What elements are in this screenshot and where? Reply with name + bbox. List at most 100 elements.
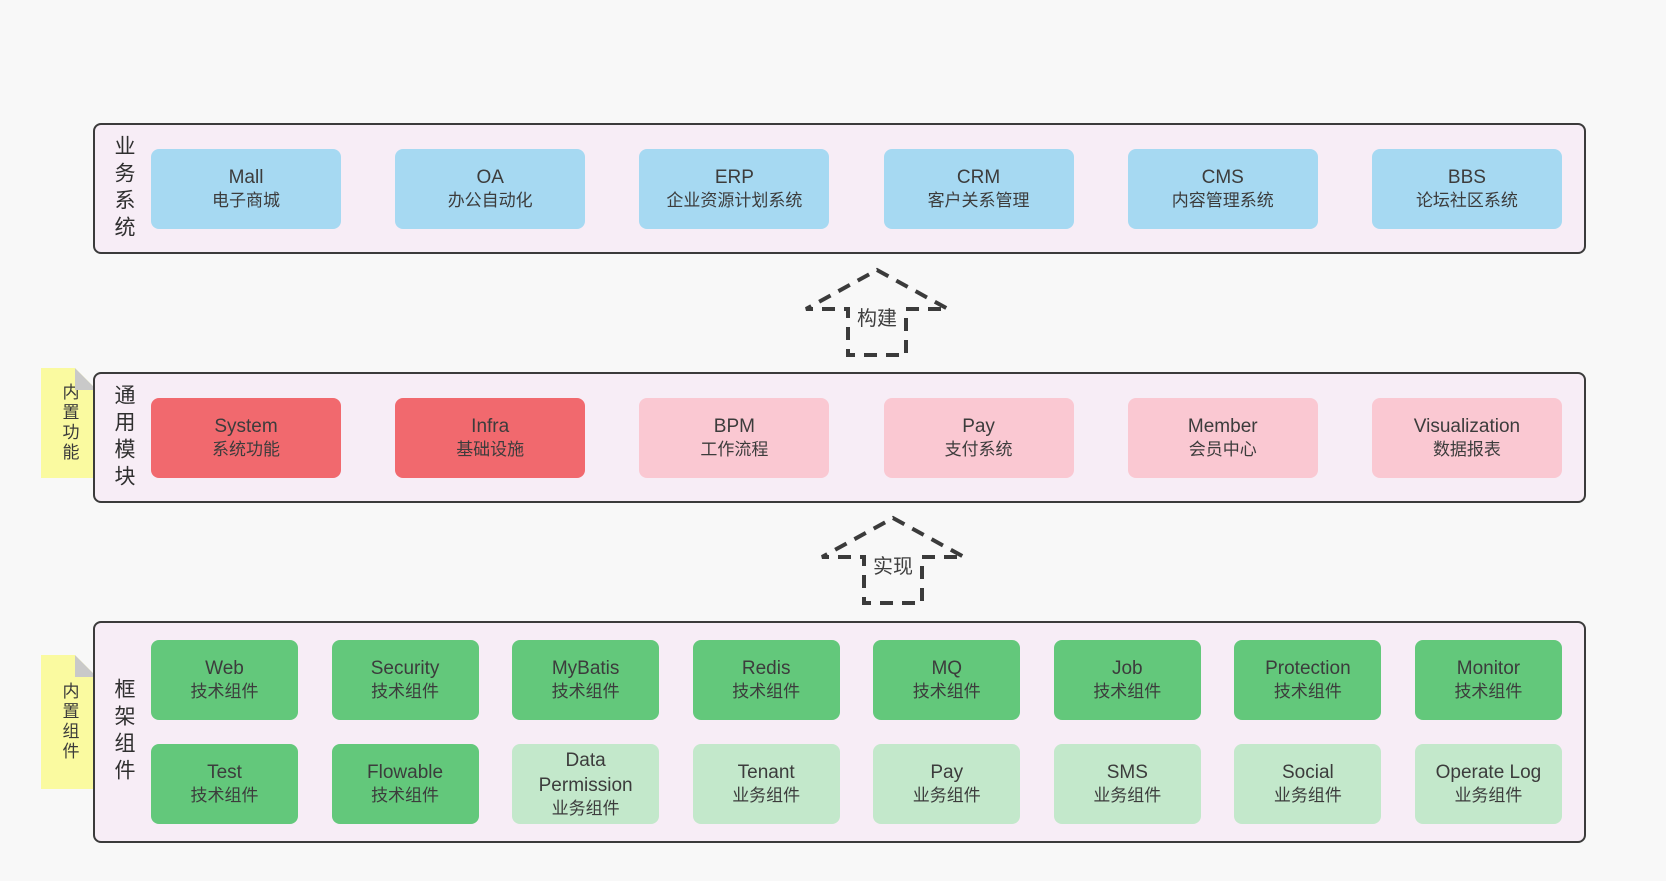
up-arrow-build: 构建	[802, 266, 952, 358]
box-title: Tenant	[737, 762, 795, 784]
box-title: SMS	[1106, 762, 1148, 784]
panel-label-business-systems: 业务系统	[112, 134, 135, 243]
panel-label-common-modules: 通用模块	[112, 383, 135, 492]
box-title: Security	[370, 658, 440, 680]
box-title: MQ	[931, 658, 963, 680]
box-title: Pay	[930, 762, 964, 784]
sticky-note-builtin-features: 内置功能	[41, 368, 97, 478]
up-arrow-implement: 实现	[818, 514, 968, 606]
box-subtitle: 基础设施	[456, 439, 525, 459]
box-title: CMS	[1201, 166, 1244, 188]
box-title: BPM	[713, 415, 755, 437]
dashed-up-arrow-icon	[821, 515, 965, 605]
box-subtitle: 数据报表	[1432, 439, 1501, 459]
box-subtitle: 业务组件	[732, 786, 801, 806]
sticky-label: 内置功能	[59, 383, 79, 463]
box-subtitle: 企业资源计划系统	[666, 190, 803, 210]
box-title: ERP	[714, 166, 754, 188]
box-subtitle: 业务组件	[912, 786, 981, 806]
box-title: Monitor	[1456, 658, 1521, 680]
box-subtitle: 技术组件	[190, 682, 259, 702]
box-subtitle: 论坛社区系统	[1415, 190, 1518, 210]
arrow-label-implement: 实现	[870, 550, 916, 579]
box-title: Data Permission	[538, 749, 633, 796]
box-subtitle: 工作流程	[700, 439, 769, 459]
box-title: Test	[207, 762, 242, 784]
sticky-note-builtin-components: 内置组件	[41, 655, 97, 789]
box-subtitle: 会员中心	[1188, 439, 1257, 459]
box-title: Visualization	[1413, 415, 1521, 437]
box-subtitle: 技术组件	[371, 682, 440, 702]
box-subtitle: 技术组件	[371, 786, 440, 806]
box-title: Pay	[962, 415, 995, 437]
panel-label-framework-components: 框架组件	[112, 678, 135, 786]
box-subtitle: 业务组件	[1093, 786, 1162, 806]
box-subtitle: 业务组件	[551, 798, 620, 818]
box-subtitle: 技术组件	[1093, 682, 1162, 702]
box-subtitle: 技术组件	[1454, 682, 1523, 702]
box-subtitle: 办公自动化	[447, 190, 533, 210]
box-title: Social	[1282, 762, 1334, 784]
sticky-label: 内置组件	[59, 682, 79, 762]
box-title: Mall	[228, 166, 264, 188]
box-title: OA	[476, 166, 504, 188]
arrow-label-build: 构建	[854, 302, 900, 331]
box-title: Web	[205, 658, 244, 680]
box-subtitle: 业务组件	[1273, 786, 1342, 806]
box-title: BBS	[1447, 166, 1486, 188]
dashed-up-arrow-icon	[805, 267, 949, 357]
box-subtitle: 技术组件	[1273, 682, 1342, 702]
box-subtitle: 技术组件	[551, 682, 620, 702]
box-subtitle: 客户关系管理	[927, 190, 1030, 210]
box-title: Infra	[471, 415, 510, 437]
box-subtitle: 技术组件	[732, 682, 801, 702]
box-title: Redis	[741, 658, 791, 680]
box-title: System	[214, 415, 278, 437]
box-subtitle: 业务组件	[1454, 786, 1523, 806]
box-subtitle: 内容管理系统	[1171, 190, 1274, 210]
box-title: Flowable	[367, 762, 444, 784]
box-title: Operate Log	[1435, 762, 1542, 784]
box-subtitle: 系统功能	[212, 439, 280, 459]
box-subtitle: 技术组件	[912, 682, 981, 702]
box-title: Job	[1111, 658, 1143, 680]
